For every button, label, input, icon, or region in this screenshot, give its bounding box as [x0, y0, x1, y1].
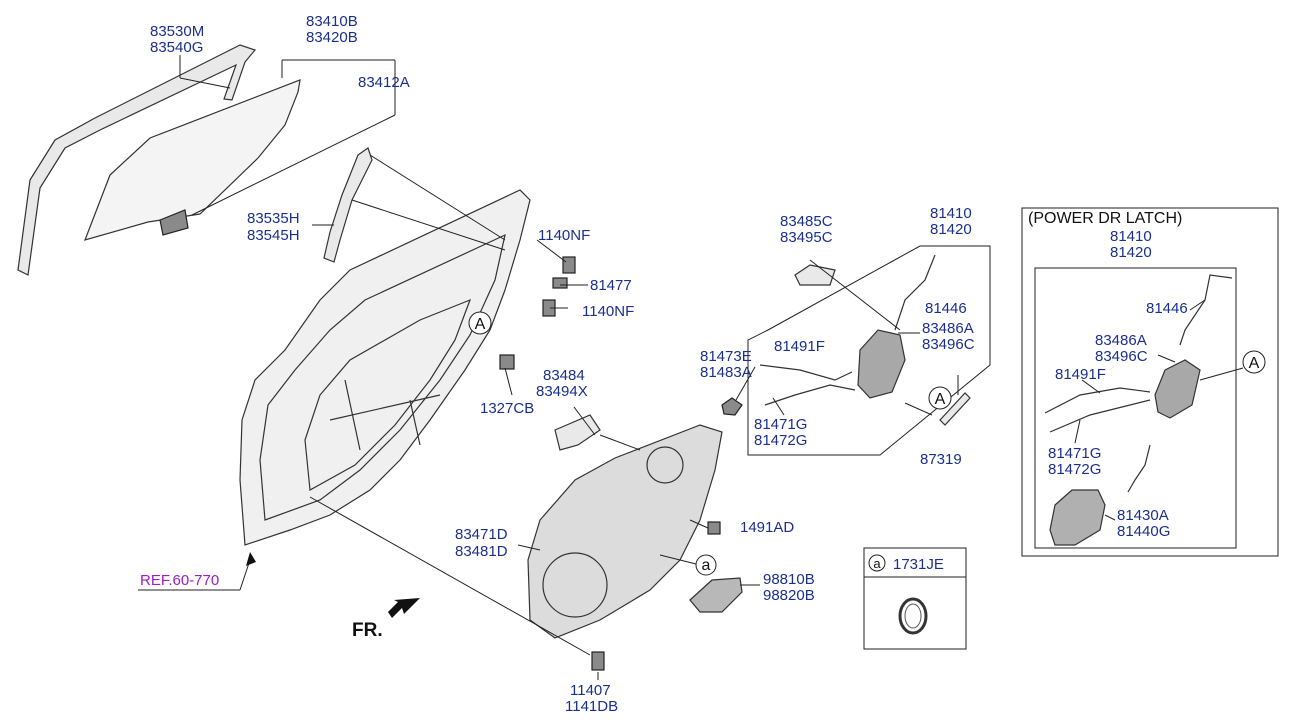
power-latch-section: (POWER DR LATCH) 81410 81420 81446 83486…: [1021, 207, 1279, 557]
label-81483a: 81483A: [700, 364, 752, 381]
label-83412a: 83412A: [358, 74, 410, 91]
glass-clip-part: [159, 209, 189, 236]
pw-cable-81471g: [1049, 399, 1151, 433]
latch-cable-81446: [894, 254, 936, 331]
label-1491ad: 1491AD: [740, 519, 794, 536]
pw-label-81440g: 81440G: [1117, 523, 1170, 540]
cable-81471g: [764, 384, 856, 406]
pw-cable-81446: [1179, 274, 1233, 346]
label-83484: 83484: [543, 367, 585, 384]
label-81420: 81420: [930, 221, 972, 238]
pw-actuator-cable: [1127, 444, 1151, 493]
circle-a-marker-1: A: [468, 311, 492, 335]
speaker-ring-part: [542, 552, 608, 618]
module-panel-part: [527, 424, 723, 639]
circle-a-small-marker: a: [695, 554, 717, 576]
label-83535h: 83535H: [247, 210, 300, 227]
label-83540g: 83540G: [150, 39, 203, 56]
door-inner-opening: [304, 298, 472, 491]
power-latch-title: (POWER DR LATCH): [1028, 210, 1182, 227]
pw-label-81446: 81446: [1146, 300, 1188, 317]
label-83495c: 83495C: [780, 229, 833, 246]
pw-actuator-81430a: [1049, 489, 1106, 546]
label-83494x: 83494X: [536, 383, 588, 400]
label-81472g: 81472G: [754, 432, 807, 449]
svg-text:A: A: [935, 391, 946, 408]
label-11407: 11407: [570, 682, 611, 699]
cable-81491f: [759, 364, 853, 381]
label-1141db: 1141DB: [565, 698, 618, 715]
bracket-83484-part: [554, 414, 601, 451]
label-98810b: 98810B: [763, 571, 815, 588]
label-83486a: 83486A: [922, 320, 974, 337]
circle-a-marker-3: A: [1242, 350, 1266, 374]
label-83530m: 83530M: [150, 23, 204, 40]
part-labels: 83530M 83540G 83410B 83420B 83412A 83535…: [140, 13, 975, 715]
pw-label-81430a: 81430A: [1117, 507, 1169, 524]
label-81471g: 81471G: [754, 416, 807, 433]
pw-label-81491f: 81491F: [1055, 366, 1106, 383]
svg-text:A: A: [1249, 355, 1260, 372]
legend-part-label: 1731JE: [893, 556, 944, 573]
label-83410b: 83410B: [306, 13, 358, 30]
ref-arrow-icon: [246, 552, 256, 566]
door-panel-part: [239, 189, 531, 546]
pw-label-81410: 81410: [1110, 228, 1152, 245]
pw-label-81471g: 81471G: [1048, 445, 1101, 462]
label-83420b: 83420B: [306, 29, 358, 46]
front-arrow-icon: [388, 598, 420, 618]
bolt-81477: [552, 277, 568, 289]
label-1140nf-b: 1140NF: [582, 303, 634, 320]
pw-label-83496c: 83496C: [1095, 348, 1148, 365]
seal-87319: [939, 392, 971, 426]
pw-latch-body: [1154, 359, 1201, 419]
rear-channel-part: [323, 147, 373, 263]
clip-1491ad-part: [707, 521, 721, 535]
leader-lines: [138, 55, 959, 680]
pw-cable-81491f: [1044, 387, 1151, 414]
label-83481d: 83481D: [455, 543, 508, 560]
label-ref: REF.60-770: [140, 572, 219, 589]
latch-group-box: [747, 245, 991, 456]
regulator-motor-part: [689, 577, 743, 613]
bolt-1140nf-top: [562, 256, 576, 274]
label-87319: 87319: [920, 451, 962, 468]
label-1140nf-a: 1140NF: [538, 227, 590, 244]
label-81473e: 81473E: [700, 348, 752, 365]
svg-text:a: a: [702, 557, 711, 574]
label-81446: 81446: [925, 300, 967, 317]
window-regulator-rail: [329, 379, 441, 451]
pw-label-81420: 81420: [1110, 244, 1152, 261]
label-81477: 81477: [590, 277, 632, 294]
label-81410: 81410: [930, 205, 972, 222]
pw-label-81472g: 81472G: [1048, 461, 1101, 478]
label-83471d: 83471D: [455, 526, 508, 543]
label-83485c: 83485C: [780, 213, 833, 230]
label-98820b: 98820B: [763, 587, 815, 604]
bolt-11407-part: [591, 651, 605, 671]
run-channel-part: [17, 44, 257, 276]
label-81491f: 81491F: [774, 338, 825, 355]
svg-text:a: a: [873, 556, 881, 571]
handle-81473e: [721, 397, 743, 416]
label-83496c: 83496C: [922, 336, 975, 353]
pw-label-83486a: 83486A: [1095, 332, 1147, 349]
door-inner-outline: [259, 233, 506, 521]
legend-box: a 1731JE: [863, 547, 967, 650]
label-83545h: 83545H: [247, 227, 300, 244]
label-1327cb: 1327CB: [480, 400, 534, 417]
circle-a-marker-2: A: [928, 386, 952, 410]
svg-text:A: A: [475, 316, 486, 333]
latch-body-part: [857, 329, 906, 399]
label-fr: FR.: [352, 620, 383, 641]
grommet-1327cb: [499, 354, 515, 370]
module-hole-part: [646, 446, 684, 484]
